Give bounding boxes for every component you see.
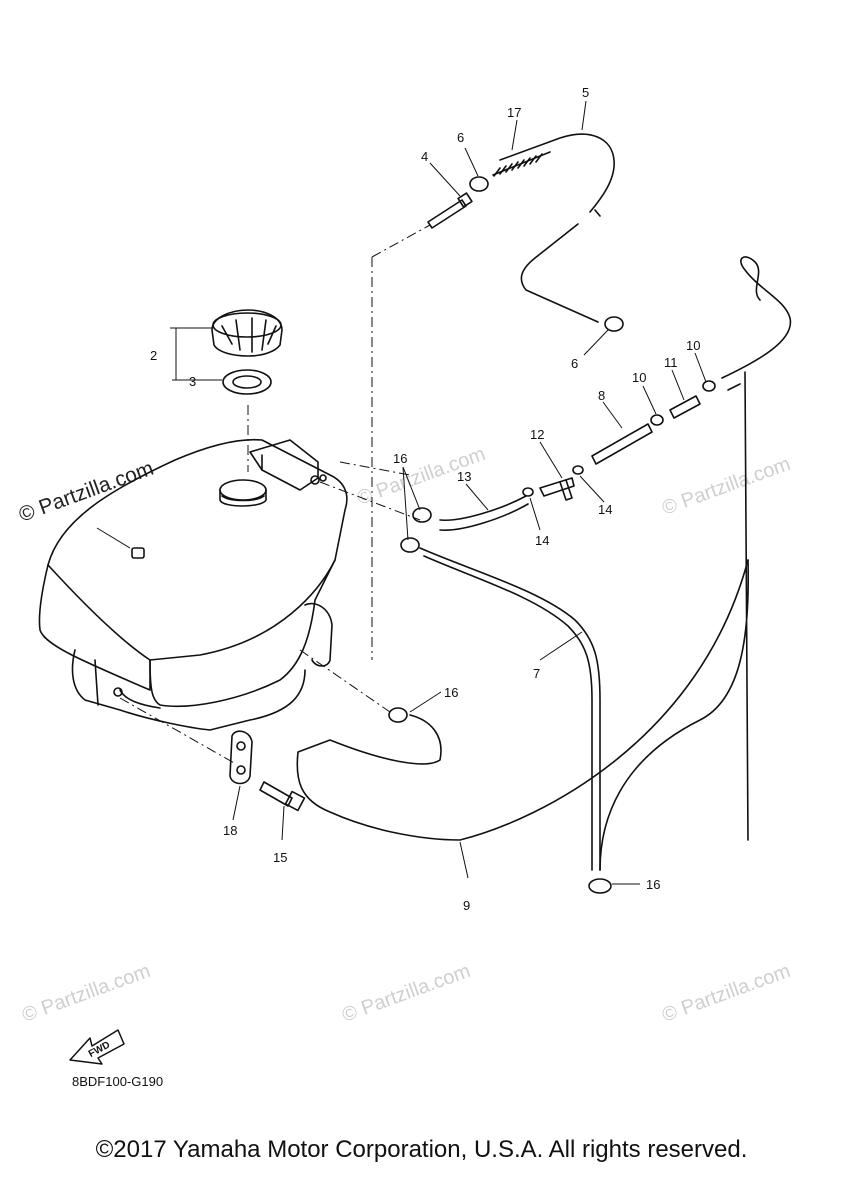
clamp-16-d: [588, 878, 612, 894]
watermark-text: © Partzilla.com: [659, 960, 793, 1027]
callout-8: 8: [598, 388, 605, 403]
callout-11: 11: [664, 355, 678, 370]
vent-hose-loop: [721, 256, 792, 379]
watermark-text-dark: © Partzilla.com: [16, 457, 157, 527]
callout-3: 3: [189, 374, 196, 389]
hose-5-lower: [520, 223, 599, 323]
callout-7: 7: [533, 666, 540, 681]
hose-9: [296, 559, 749, 841]
diagram-code: 8BDF100-G190: [72, 1074, 164, 1089]
callouts: 2 3 4 5 6 6 7 8 9 10 10 11 12 13 14 14 1…: [150, 85, 700, 913]
gasket: [222, 369, 272, 395]
callout-10-right: 10: [686, 338, 700, 353]
copyright-notice: ©2017 Yamaha Motor Corporation, U.S.A. A…: [95, 1136, 748, 1163]
bracket-18: [229, 730, 253, 785]
alignment-line: [319, 481, 421, 521]
alignment-line: [119, 697, 237, 765]
joint-11: [669, 395, 701, 419]
callout-17: 17: [507, 105, 521, 120]
callout-15: 15: [273, 850, 287, 865]
hose-8: [591, 423, 653, 465]
alignment-line: [299, 649, 391, 713]
watermarks: © Partzilla.com © Partzilla.com © Partzi…: [19, 443, 793, 1027]
bolt-15: [259, 781, 306, 812]
clamp-6-lower: [604, 316, 624, 332]
callout-16-lower: 16: [646, 877, 660, 892]
watermark-text: © Partzilla.com: [19, 960, 153, 1027]
callout-6-lower: 6: [571, 356, 578, 371]
clamp-14-left: [522, 487, 534, 497]
hose-13: [439, 495, 527, 521]
clamp-16-a: [412, 507, 432, 523]
alignment-line: [339, 461, 411, 476]
clamp-10-right: [702, 380, 716, 392]
t-joint-12: [539, 477, 575, 501]
leader-lines: [96, 100, 707, 885]
callout-14-right: 14: [598, 502, 612, 517]
fuel-tank: [38, 438, 348, 731]
watermark-text: © Partzilla.com: [659, 453, 793, 520]
clamp-6-upper: [469, 176, 489, 192]
callout-6-upper: 6: [457, 130, 464, 145]
callout-4: 4: [421, 149, 428, 164]
callout-13: 13: [457, 469, 471, 484]
callout-16-middle: 16: [444, 685, 458, 700]
callout-12: 12: [530, 427, 544, 442]
bolt-4: [427, 192, 473, 229]
hose-7: [419, 547, 601, 871]
callout-16-upper: 16: [393, 451, 407, 466]
watermark-text: © Partzilla.com: [339, 960, 473, 1027]
callout-5: 5: [582, 85, 589, 100]
fuel-cap: [211, 309, 283, 357]
fwd-arrow-icon: FWD: [69, 1029, 125, 1065]
callout-9: 9: [463, 898, 470, 913]
clamp-16-c: [388, 707, 408, 723]
clamp-16-b: [400, 537, 420, 553]
alignment-line: [371, 224, 431, 258]
callout-2: 2: [150, 348, 157, 363]
callout-14-left: 14: [535, 533, 549, 548]
clamp-10-left: [650, 414, 664, 426]
callout-10-left: 10: [632, 370, 646, 385]
hose-5: [499, 133, 615, 213]
spring-17: [493, 153, 543, 177]
clamp-14-right: [572, 465, 584, 475]
callout-18: 18: [223, 823, 237, 838]
